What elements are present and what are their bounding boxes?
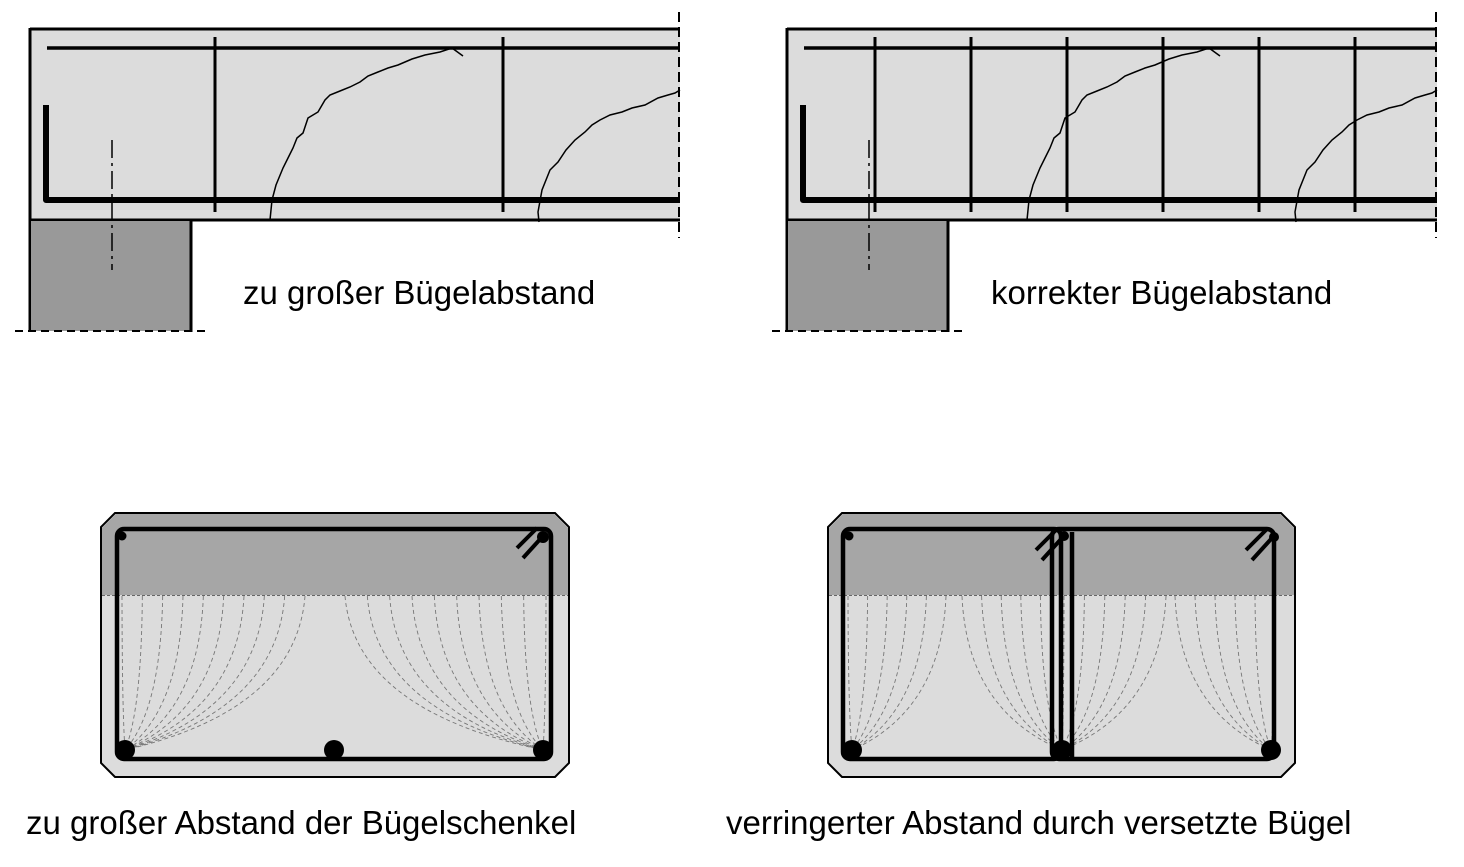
- section-offset-rebar: [1261, 740, 1281, 760]
- beam-wide-bottom-rebar: [43, 105, 680, 203]
- section-wide-strut-line: [124, 595, 306, 751]
- section-wide-strut-line: [389, 595, 544, 751]
- section-offset-stirrup-hook: [1244, 528, 1268, 552]
- section-offset-strut-line: [1061, 595, 1126, 751]
- section-wide-strut-line: [411, 595, 544, 751]
- section-offset-rebar: [1052, 740, 1072, 760]
- section-wide-rebar: [533, 740, 553, 760]
- section-offset-strut-line: [1174, 595, 1272, 751]
- section-wide-strut-line: [344, 595, 544, 751]
- section-offset-strut-line: [1234, 595, 1272, 751]
- section-offset-strut-line: [1061, 595, 1167, 751]
- section-wide-strut-line: [124, 595, 265, 751]
- section-offset-rebar: [1269, 532, 1279, 542]
- section-wide-rebar: [115, 740, 135, 760]
- caption-section-offset: verringerter Abstand durch versetzte Büg…: [726, 804, 1352, 841]
- section-wide-stirrup-hook: [515, 526, 539, 550]
- beam-correct-crack-2: [1294, 89, 1438, 223]
- section-offset-strut-line: [847, 595, 853, 751]
- section-wide-rebar: [537, 531, 549, 543]
- section-offset-stirrup-hook: [1040, 536, 1064, 562]
- section-offset-rebar: [842, 740, 862, 760]
- section-wide-strut-line: [124, 595, 286, 751]
- section-wide-strut-line: [121, 595, 126, 751]
- section-offset-strut-line: [851, 595, 888, 751]
- beam-wide-crack-2: [537, 89, 681, 223]
- section-offset-stirrup-right: [1049, 526, 1277, 762]
- section-offset-rebar: [844, 531, 854, 541]
- section-offset-strut-line: [1061, 595, 1147, 751]
- section-offset-strut-line: [851, 595, 947, 751]
- beam-wide-crack-1: [269, 47, 464, 221]
- section-offset-strut-line: [1000, 595, 1063, 751]
- section-offset-strut-line: [981, 595, 1063, 751]
- section-offset-strut-line: [851, 595, 927, 751]
- section-wide-strut-line: [366, 595, 544, 751]
- beam-correct-beam-body: [788, 30, 1437, 220]
- section-wide-strut-line: [124, 595, 204, 751]
- section-wide-strut-line: [433, 595, 544, 751]
- section-wide-strut-line: [124, 595, 225, 751]
- section-wide-strut-line: [500, 595, 544, 751]
- section-offset-strut-line: [1194, 595, 1272, 751]
- beam-correct-crack-1: [1026, 47, 1221, 221]
- beam-wide-support: [31, 221, 191, 331]
- section-wide-compression-zone: [102, 514, 568, 595]
- beam-correct-support: [788, 221, 948, 331]
- section-offset-stirrup-hook: [1034, 528, 1058, 552]
- section-offset-strut-line: [961, 595, 1063, 751]
- beam-wide-beam-body: [31, 30, 680, 220]
- caption-section-wide: zu großer Abstand der Bügelschenkel: [26, 804, 577, 841]
- section-wide-strut-line: [542, 595, 547, 751]
- section-wide-strut-line: [124, 595, 164, 751]
- section-offset-stirrup-hook: [1250, 536, 1274, 562]
- section-wide-rebar: [324, 740, 344, 760]
- section-wide-strut-line: [478, 595, 544, 751]
- section-offset-stirrup-left: [840, 526, 1064, 762]
- caption-beam-correct: korrekter Bügelabstand: [991, 274, 1333, 311]
- beam-correct-bottom-rebar: [800, 105, 1437, 203]
- section-offset-rebar: [1059, 531, 1069, 541]
- section-wide-strut-line: [456, 595, 544, 751]
- caption-beam-wide: zu großer Bügelabstand: [243, 274, 596, 311]
- section-wide-rebar: [117, 531, 127, 541]
